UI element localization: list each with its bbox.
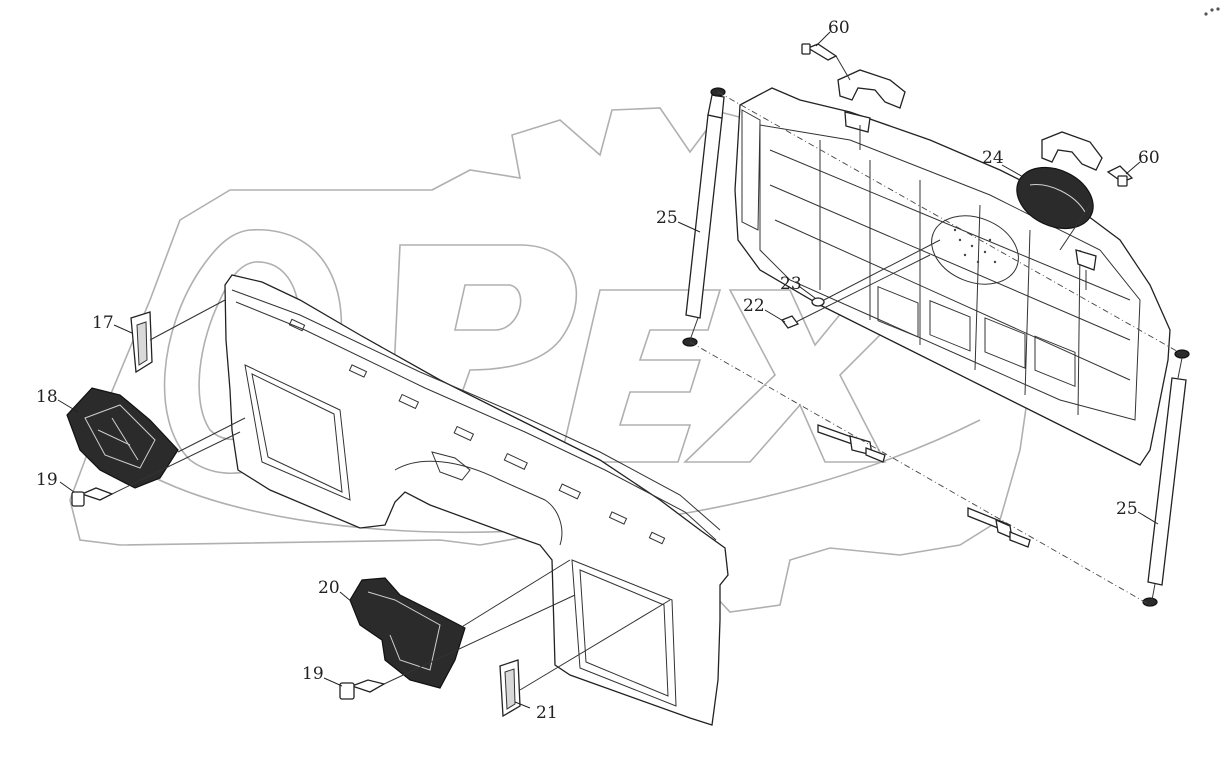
part-18-bracket: [66, 387, 179, 489]
front-panel-left-window: [244, 364, 351, 501]
callout-24: 24: [982, 148, 1004, 168]
part-19-bolt-lower: [339, 679, 386, 700]
front-panel-slots: [288, 318, 666, 545]
grille-outline: [734, 87, 1171, 466]
callout-23: 23: [780, 274, 802, 294]
callout-20: 20: [318, 578, 340, 598]
part-24-emblem: [1016, 166, 1094, 230]
part-20-bracket: [349, 577, 466, 689]
part-60-handle-right: [1041, 131, 1103, 271]
grille-bars: [769, 140, 1131, 416]
front-panel-assembly: [224, 274, 729, 726]
grille-emblem-mount: [931, 215, 1019, 285]
callout-22: 22: [743, 296, 765, 316]
watermark-letter-E: [558, 289, 722, 463]
callout-19-upper: 19: [36, 470, 58, 490]
callout-labels: 17 18 19 20 19 21 22 23 24 25 25 60 60: [36, 18, 1160, 723]
front-panel-right-window-inner: [579, 569, 669, 697]
assembly-lines: [111, 55, 1183, 691]
part-23-washer: [811, 297, 825, 307]
grille-inner-frame: [759, 124, 1141, 421]
front-panel-left-window-inner: [251, 373, 343, 493]
part-22-screw: [780, 315, 800, 329]
part-25-strut-left: [682, 87, 726, 347]
front-panel-outline: [224, 274, 729, 726]
part-25-strut-right: [1142, 349, 1190, 607]
watermark-letter-P: [389, 244, 578, 456]
grille-left-lip: [741, 109, 761, 231]
front-panel-latch-bracket: [431, 451, 471, 481]
front-panel-center-arch: [394, 460, 563, 546]
callout-25-right: 25: [1116, 499, 1138, 519]
callout-17: 17: [92, 313, 114, 333]
callout-60-right: 60: [1138, 148, 1160, 168]
part-21-clip: [499, 659, 521, 718]
callout-19-lower: 19: [302, 664, 324, 684]
front-panel-top-rail: [231, 289, 721, 531]
callout-60-upper: 60: [828, 18, 850, 38]
front-panel-top-rail-inner: [235, 301, 717, 541]
part-60-bolt-upper: [801, 43, 838, 61]
callout-25-left: 25: [656, 208, 678, 228]
grille-emblem-mount-dots: [953, 228, 997, 264]
callout-18: 18: [36, 387, 58, 407]
corner-mark: [1204, 7, 1220, 16]
part-17-clip: [130, 311, 153, 374]
front-panel-right-window: [571, 559, 677, 707]
part-60-bolt-right: [1106, 165, 1134, 187]
grille-assembly: [734, 87, 1171, 466]
hinge-brackets: [817, 424, 1031, 548]
watermark-gear-outline: [69, 107, 1031, 613]
part-60-handle-upper: [837, 69, 906, 133]
part-19-bolt-upper: [71, 487, 114, 507]
callout-21: 21: [536, 703, 558, 723]
callout-leaders: [57, 31, 1159, 709]
grille-window-cells: [877, 286, 1076, 388]
watermark-letter-X: [683, 289, 927, 463]
